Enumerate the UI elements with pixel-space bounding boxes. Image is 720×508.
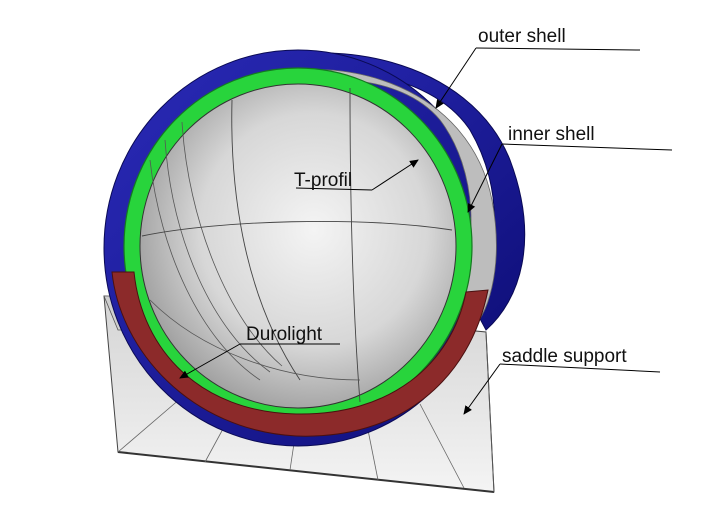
- saddle-support-leader: [499, 363, 661, 373]
- outer-shell-arrow: [435, 47, 477, 109]
- t-profil-leader: [295, 187, 373, 191]
- outer-shell-label: outer shell: [478, 26, 566, 47]
- t-profil-arrow: [371, 159, 419, 191]
- durolight-arrow: [179, 343, 241, 379]
- inner-shell-arrow: [467, 143, 503, 213]
- t-profil-label: T-profil: [294, 170, 352, 191]
- inner-shell-label: inner shell: [508, 124, 595, 145]
- durolight-label: Durolight: [246, 324, 323, 345]
- leader-lines: [179, 47, 673, 415]
- saddle-support-arrow: [463, 363, 501, 415]
- saddle-support-label: saddle support: [502, 346, 627, 367]
- outer-shell-leader: [475, 47, 641, 51]
- durolight-band: [111, 271, 489, 437]
- interior-dome: [139, 83, 457, 409]
- inner-shell-leader: [501, 143, 673, 151]
